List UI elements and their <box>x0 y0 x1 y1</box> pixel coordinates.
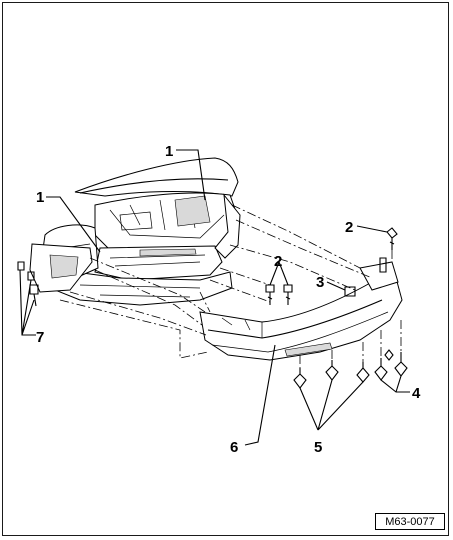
callout-4: 4 <box>412 385 421 402</box>
callout-6: 6 <box>230 439 238 456</box>
callout-2-right: 2 <box>345 219 353 236</box>
callout-1-left: 1 <box>36 189 44 206</box>
bumper-cover <box>199 261 403 361</box>
callout-7: 7 <box>36 329 44 346</box>
callout-5: 5 <box>314 439 322 456</box>
callout-1-upper: 1 <box>165 143 173 160</box>
figure-reference-number: M63-0077 <box>375 513 445 530</box>
vehicle-rear-body <box>29 157 241 306</box>
assembly-guide-lines <box>59 204 402 368</box>
fasteners <box>17 227 408 389</box>
drawing-frame <box>2 2 449 536</box>
callout-3: 3 <box>316 274 324 291</box>
callout-2-middle: 2 <box>274 253 282 270</box>
leader-lines <box>19 149 410 446</box>
